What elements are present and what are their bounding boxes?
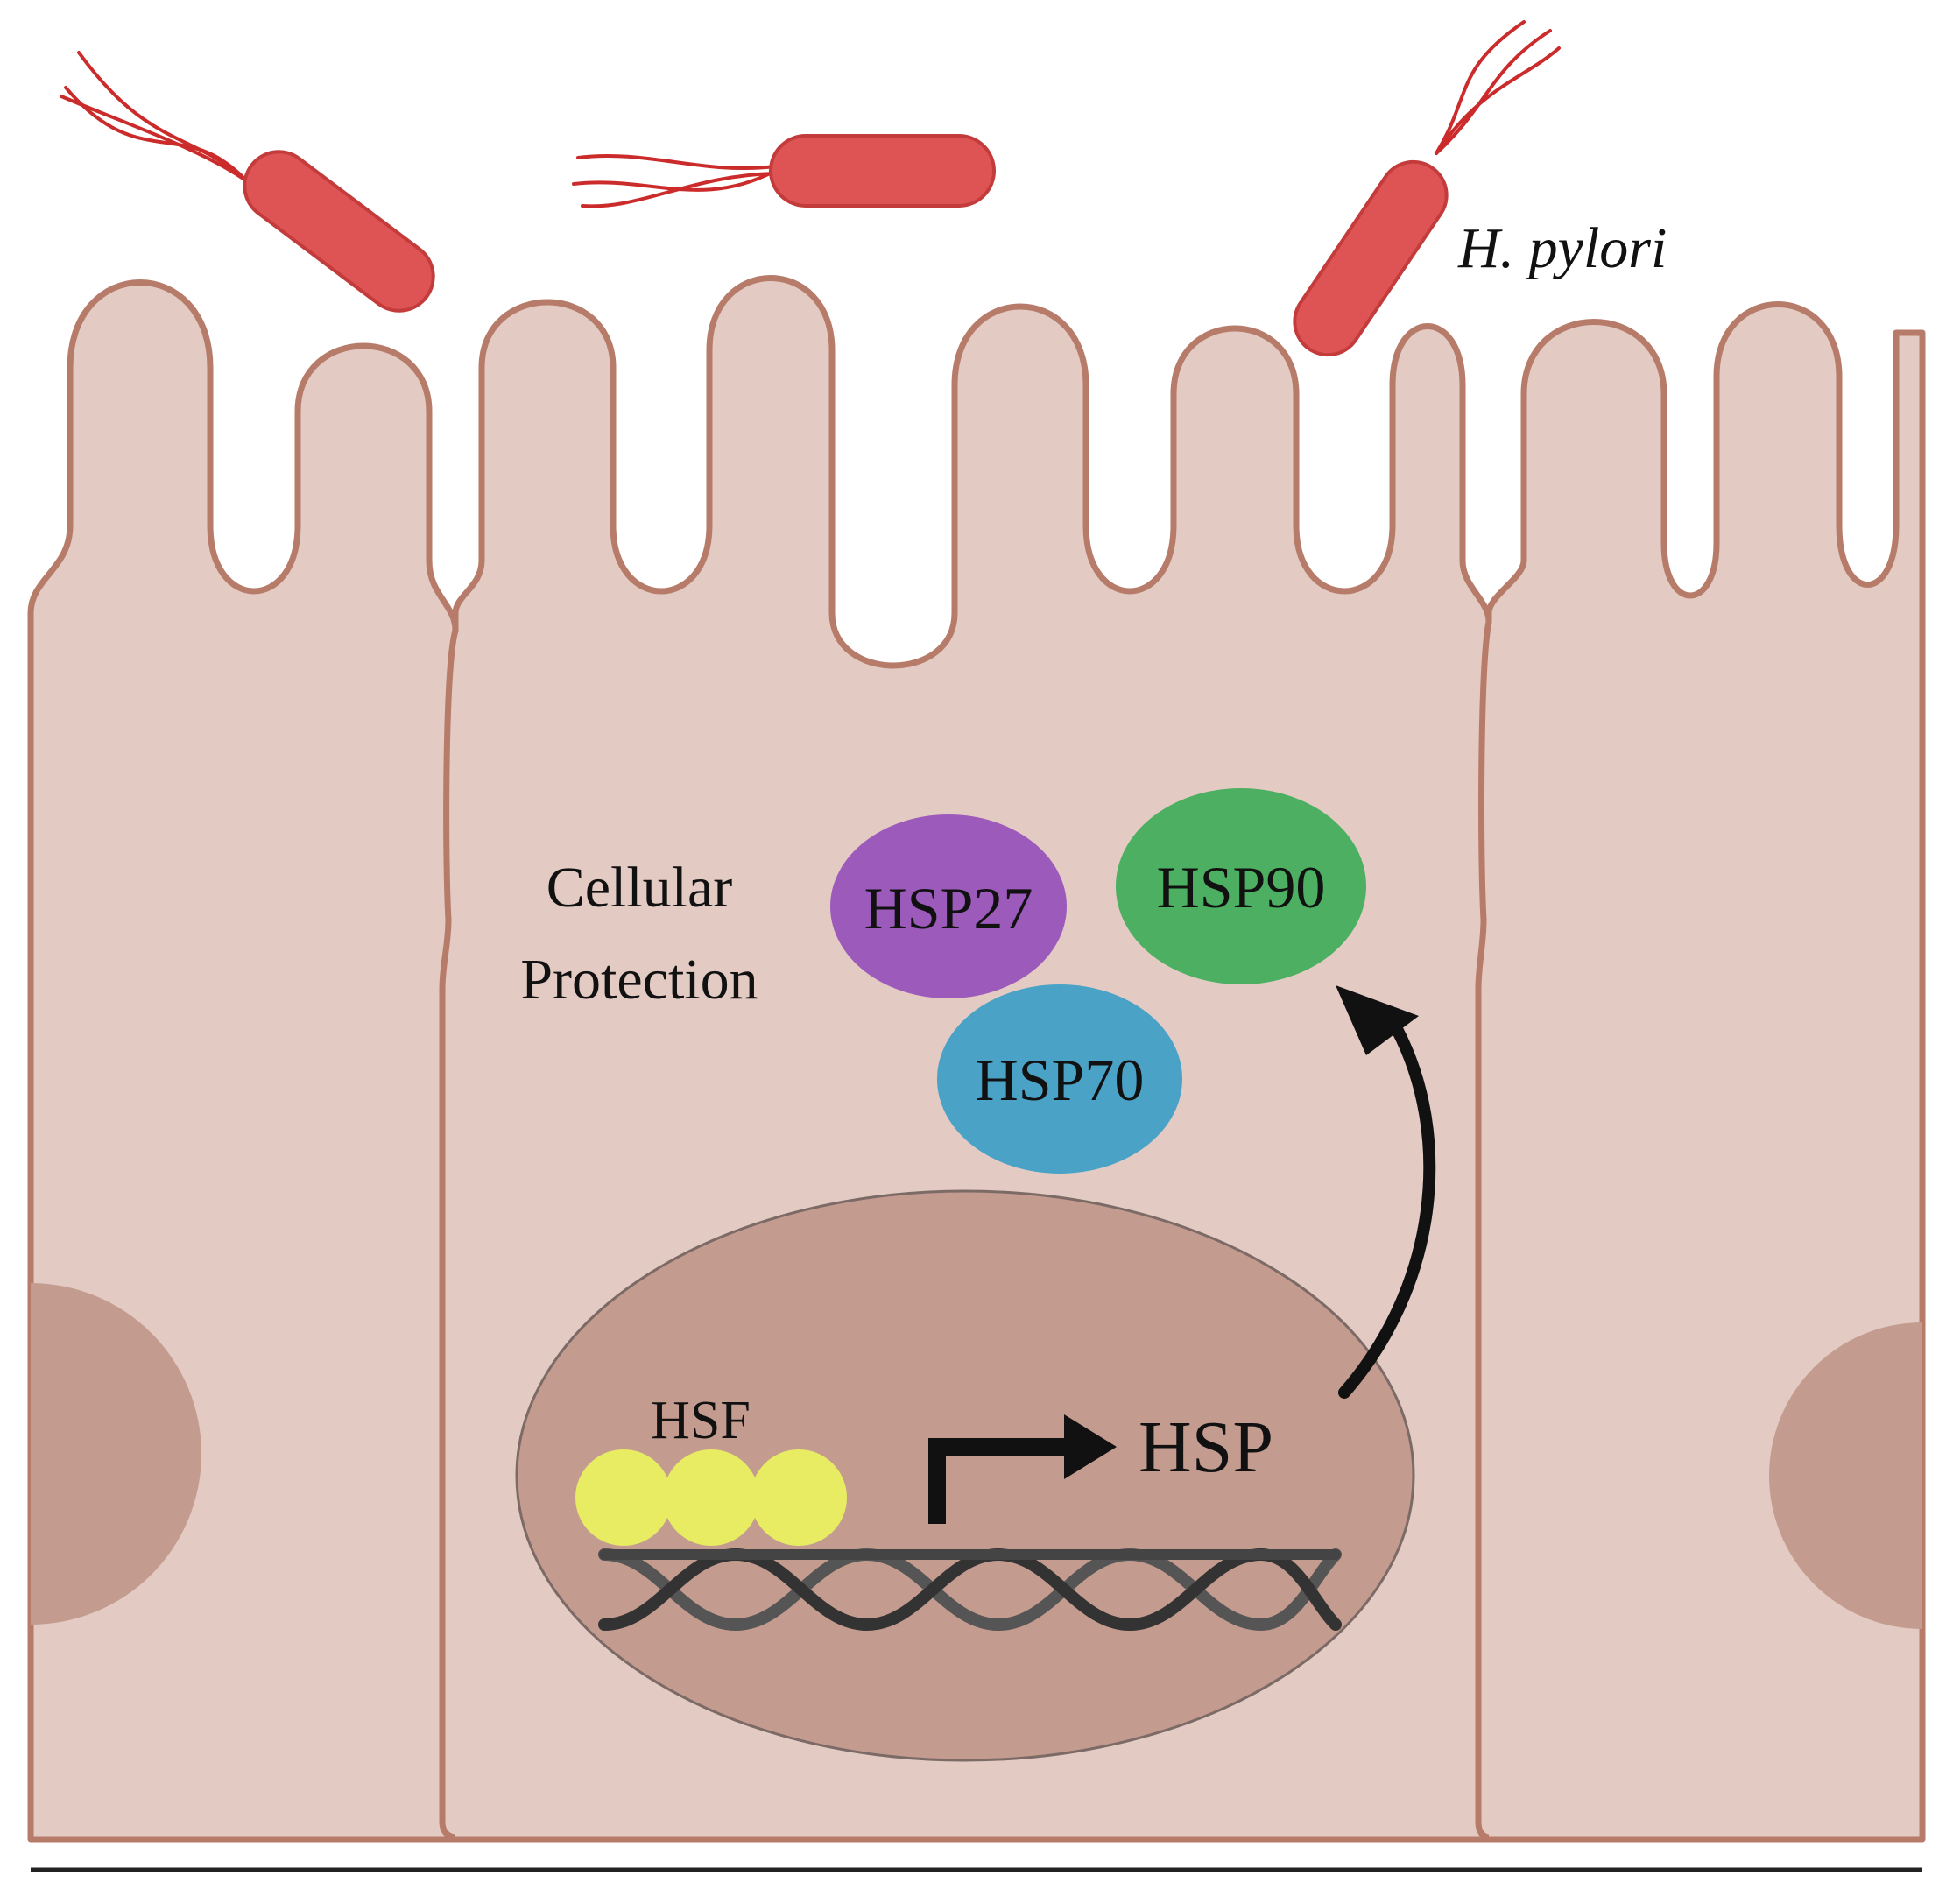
- cellular-protection-line2: Protection: [520, 948, 758, 1012]
- hsp90-protein: HSP90: [1116, 788, 1366, 984]
- h-pylori-label: H. pylori: [1457, 216, 1667, 280]
- rod-bacterium-icon: [1293, 159, 1449, 357]
- rod-bacterium-icon-flagella-2: [572, 153, 777, 208]
- bacterium-2: [572, 134, 996, 208]
- hsp-gene-label: HSP: [1139, 1407, 1273, 1488]
- left-cell-nucleus: [31, 1283, 201, 1625]
- double-helix-icon: [598, 1548, 1342, 1632]
- right-cell-nucleus: [1769, 1322, 1922, 1629]
- rod-bacterium-icon-flagella-3: [1435, 20, 1561, 155]
- hsf-trimer: [575, 1449, 847, 1546]
- rod-bacterium-icon: [769, 134, 996, 208]
- bacterium-3: [1293, 20, 1561, 357]
- rod-bacterium-icon-flagella-1: [60, 51, 249, 183]
- transcription-arrow-icon: [928, 1414, 1117, 1524]
- hsp70-label: HSP70: [976, 1047, 1145, 1113]
- rod-bacterium-icon: [243, 150, 435, 313]
- bacterium-1: [60, 51, 435, 313]
- hsp27-label: HSP27: [864, 875, 1033, 941]
- cellular-protection-line1: Cellular: [546, 856, 733, 920]
- nucleus: [515, 1189, 1415, 1762]
- hsp90-label: HSP90: [1157, 854, 1326, 920]
- cell-boundary-right: [1475, 621, 1492, 1841]
- hsf-label: HSF: [651, 1391, 751, 1450]
- hsp27-protein: HSP27: [830, 814, 1067, 998]
- curved-arrow-icon: [1336, 985, 1436, 1399]
- cell-boundary-left: [439, 629, 459, 1841]
- hsp70-protein: HSP70: [937, 984, 1182, 1174]
